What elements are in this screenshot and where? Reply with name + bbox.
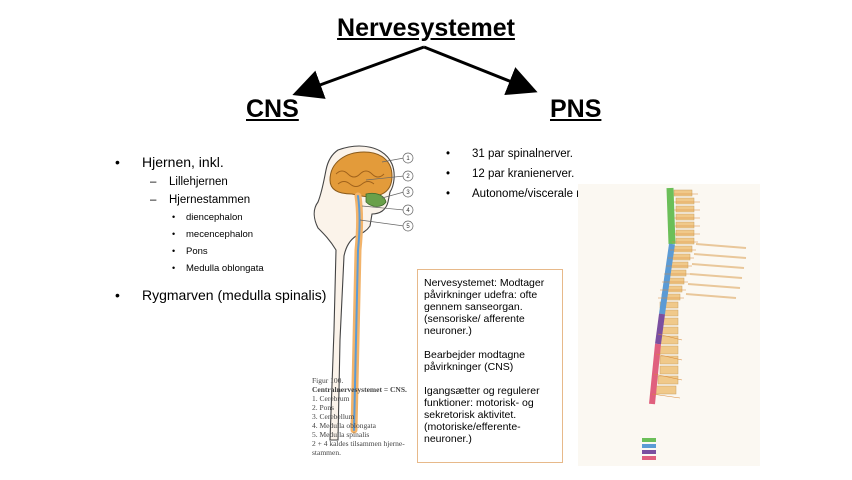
bullet-icon: • — [446, 188, 451, 200]
pns-heading: PNS — [550, 95, 602, 123]
list-item: – Hjernestammen — [150, 191, 264, 209]
info-textbox: Nervesystemet: Modtager påvirkninger ude… — [417, 269, 563, 463]
bullet-icon: • — [446, 148, 451, 160]
list-item: • 12 par kranienerver. — [446, 166, 609, 183]
bullet-icon: • — [446, 168, 451, 180]
figure-number: 1 — [406, 156, 410, 162]
list-item-label: 31 par spinalnerver. — [472, 148, 574, 160]
caption-line: 5. Medulla spinalis — [312, 430, 370, 439]
caption-line: Figur 100. — [312, 376, 344, 385]
dash-icon: – — [150, 194, 157, 206]
cervical-segment — [666, 187, 676, 245]
legend-swatch-thoracic — [642, 444, 656, 448]
caption-line: 1. Cerebrum — [312, 394, 350, 403]
bullet-icon: • — [172, 229, 176, 239]
caption-line: 3. Cerebellum — [312, 412, 355, 421]
bullet-icon: • — [115, 287, 120, 303]
list-item-label: 12 par kranienerver. — [472, 168, 575, 180]
bullet-icon: • — [172, 246, 176, 256]
figure-number: 4 — [406, 208, 410, 214]
list-item: • Medulla oblongata — [172, 260, 264, 277]
legend-swatch-cervical — [642, 438, 656, 442]
legend-swatch-lumbar — [642, 450, 656, 454]
textbox-paragraph: Igangsætter og regulerer funktioner: mot… — [424, 385, 540, 445]
arrow-to-cns — [292, 45, 425, 99]
textbox-paragraph: Bearbejder modtagne påvirkninger (CNS) — [424, 349, 525, 373]
bullet-icon: • — [172, 263, 176, 273]
arrow-to-pns — [423, 45, 538, 96]
list-item-label: Hjernestammen — [169, 194, 251, 206]
cns-list: • Hjernen, inkl. – Lillehjernen – Hjerne… — [115, 153, 264, 277]
caption-line: Centralnervesystemet = CNS. — [312, 385, 407, 394]
figure-caption: Figur 100. Centralnervesystemet = CNS. 1… — [312, 376, 407, 457]
legend-swatch-sacral — [642, 456, 656, 460]
textbox-paragraph: Nervesystemet: Modtager påvirkninger ude… — [424, 277, 545, 337]
list-item-label: Medulla oblongata — [186, 263, 264, 274]
list-item: • mecencephalon — [172, 226, 264, 243]
list-item-label: Hjernen, inkl. — [142, 154, 224, 170]
pns-list: • 31 par spinalnerver. • 12 par kraniene… — [446, 146, 609, 203]
list-item-label: Pons — [186, 246, 208, 257]
list-item: • Hjernen, inkl. — [115, 153, 264, 171]
cns-figure: 1 2 3 4 5 — [313, 145, 414, 441]
caption-line: 4. Medulla oblongata — [312, 421, 376, 430]
list-item-label: Lillehjernen — [169, 176, 228, 188]
list-item: • diencephalon — [172, 209, 264, 226]
brain-icon — [329, 151, 393, 198]
cns-heading: CNS — [246, 95, 299, 123]
bullet-icon: • — [172, 212, 176, 222]
dash-icon: – — [150, 176, 157, 188]
spinal-column-figure — [578, 184, 760, 466]
list-item: • Rygmarven (medulla spinalis) — [115, 287, 327, 303]
list-item-label: mecencephalon — [186, 229, 254, 240]
spine-legend — [642, 438, 656, 460]
caption-line: 2 + 4 kaldes tilsammen hjerne- — [312, 439, 405, 448]
caption-line: 2. Pons — [312, 403, 335, 412]
vertebrae — [655, 189, 695, 395]
list-item: • Pons — [172, 243, 264, 260]
thoracic-segment — [659, 243, 675, 315]
list-item: • Autonome/viscerale nerver — [446, 186, 609, 203]
head-silhouette — [313, 145, 395, 441]
figure-number: 5 — [406, 224, 410, 230]
bullet-icon: • — [115, 154, 120, 170]
list-item: – Lillehjernen — [150, 173, 264, 191]
list-item-label: diencephalon — [186, 212, 243, 223]
list-item: • 31 par spinalnerver. — [446, 146, 609, 163]
figure-number: 2 — [406, 174, 410, 180]
figure-number: 3 — [406, 190, 410, 196]
page-title: Nervesystemet — [337, 14, 515, 42]
cerebellum-icon — [365, 192, 387, 207]
lumbar-segment — [655, 313, 665, 345]
list-item-label: Rygmarven (medulla spinalis) — [142, 287, 327, 303]
caption-line: stammen. — [312, 448, 341, 457]
list-item-label: Autonome/viscerale nerver — [472, 188, 609, 200]
